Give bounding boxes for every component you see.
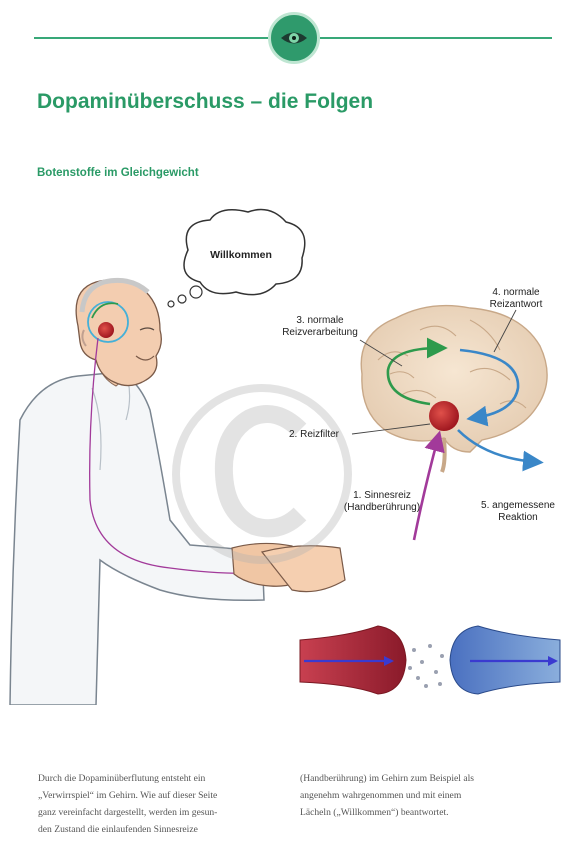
label-step2: 2. Reizfilter	[276, 429, 352, 441]
eye-icon	[279, 27, 309, 49]
section-subtitle: Botenstoffe im Gleichgewicht	[37, 167, 199, 179]
label-step3-line2: Reizverarbeitung	[272, 327, 368, 339]
header-rule-left	[34, 37, 268, 39]
page-title: Dopaminüberschuss – die Folgen	[37, 90, 373, 114]
synapse-diagram	[300, 626, 560, 694]
body-line: Lächeln („Willkommen“) beantwortet.	[300, 804, 536, 821]
body-column-left: Durch die Dopaminüberflutung entsteht ei…	[38, 770, 274, 838]
label-step3-line1: 3. normale	[272, 315, 368, 327]
label-step1: 1. Sinnesreiz (Handberührung)	[334, 490, 430, 514]
label-step4: 4. normale Reizantwort	[474, 287, 558, 311]
header-logo	[268, 12, 320, 64]
copyright-watermark	[176, 388, 348, 560]
label-step1-line2: (Handberührung)	[334, 502, 430, 514]
label-step3: 3. normale Reizverarbeitung	[272, 315, 368, 339]
body-line: den Zustand die einlaufenden Sinnesreize	[38, 821, 274, 838]
illustration	[0, 205, 573, 705]
label-step4-line2: Reizantwort	[474, 299, 558, 311]
body-line: (Handberührung) im Gehirn zum Beispiel a…	[300, 770, 536, 787]
body-line: „Verwirrspiel“ im Gehirn. Wie auf dieser…	[38, 787, 274, 804]
body-line: Durch die Dopaminüberflutung entsteht ei…	[38, 770, 274, 787]
body-column-right: (Handberührung) im Gehirn zum Beispiel a…	[300, 770, 536, 821]
body-line: angenehm wahrgenommen und mit einem	[300, 787, 536, 804]
label-step5-line2: Reaktion	[470, 512, 566, 524]
bubble-text: Willkommen	[205, 249, 277, 261]
header-rule-right	[320, 37, 552, 39]
body-line: ganz vereinfacht dargestellt, werden im …	[38, 804, 274, 821]
label-step5-line1: 5. angemessene	[470, 500, 566, 512]
label-step1-line1: 1. Sinnesreiz	[334, 490, 430, 502]
label-step5: 5. angemessene Reaktion	[470, 500, 566, 524]
label-step4-line1: 4. normale	[474, 287, 558, 299]
